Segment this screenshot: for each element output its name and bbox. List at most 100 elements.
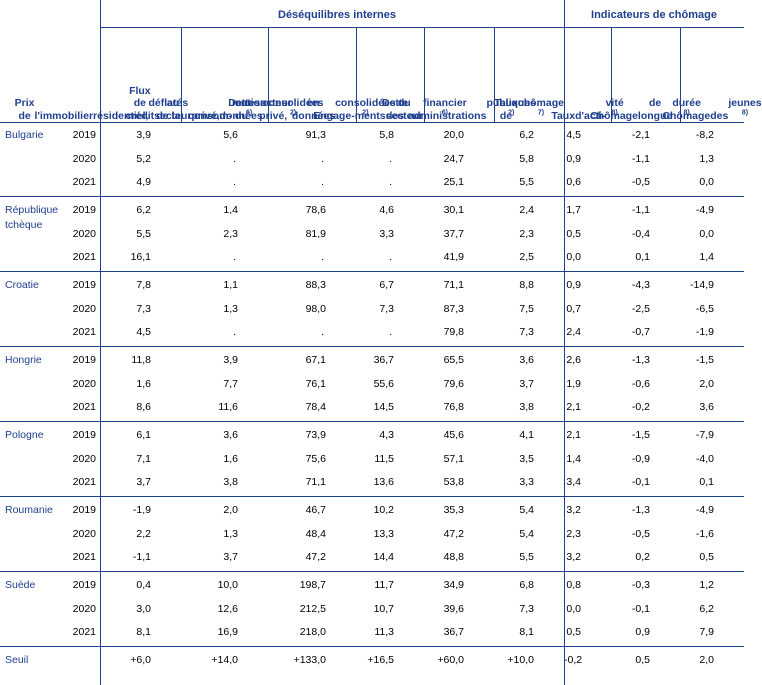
value-cell: 12,6: [217, 602, 238, 615]
value-cell: .: [233, 152, 236, 165]
value-cell: -0,5: [631, 176, 650, 188]
value-cell: 1,7: [566, 204, 581, 216]
column-header-line: administrat: [408, 109, 465, 122]
value-cell: 1,3: [223, 527, 238, 540]
value-cell: 1,4: [699, 251, 714, 263]
value-cell: 6,2: [699, 602, 714, 615]
footnote-marker: 6): [441, 109, 448, 116]
column-header-line: d'acti-: [575, 109, 606, 122]
value-cell: 71,1: [305, 476, 326, 488]
value-cell: 13,3: [373, 527, 394, 540]
value-cell: 91,3: [305, 129, 326, 141]
value-cell: 2,0: [699, 377, 714, 390]
value-cell: 46,7: [305, 504, 326, 516]
year-cell: 2021: [72, 626, 96, 638]
value-cell: 78,4: [305, 401, 326, 413]
value-cell: 1,1: [223, 279, 238, 291]
year-cell: 2019: [72, 429, 96, 441]
value-cell: 57,1: [443, 452, 464, 465]
value-cell: 1,9: [566, 377, 581, 390]
value-cell: 0,0: [566, 251, 581, 263]
value-cell: 45,6: [443, 429, 464, 441]
vline-col: [680, 27, 681, 122]
threshold-value-cell: +6,0: [130, 654, 151, 666]
year-cell: 2020: [72, 302, 96, 315]
value-cell: .: [321, 251, 324, 263]
column-header-line: l'immobilier: [34, 109, 94, 122]
footnote-marker: 7): [537, 109, 545, 116]
value-cell: .: [321, 176, 324, 188]
value-cell: 2,1: [566, 401, 581, 413]
value-cell: 1,3: [223, 302, 238, 315]
value-cell: 2,2: [136, 527, 151, 540]
value-cell: 0,2: [635, 551, 650, 563]
value-cell: 7,3: [379, 302, 394, 315]
value-cell: 6,2: [519, 129, 534, 141]
value-cell: 3,7: [519, 377, 534, 390]
value-cell: 98,0: [305, 302, 326, 315]
year-cell: 2020: [72, 452, 96, 465]
value-cell: 3,3: [519, 476, 534, 488]
value-cell: .: [321, 152, 324, 165]
value-cell: -0,3: [631, 579, 650, 591]
value-cell: 2,1: [566, 429, 581, 441]
year-cell: 2021: [72, 326, 96, 338]
value-cell: -7,9: [695, 429, 714, 441]
column-header-line: au secteur: [154, 97, 192, 122]
column-header-line: Chômage: [662, 109, 711, 122]
column-header-text: publiques: [486, 97, 537, 109]
country-label: République tchèque: [5, 204, 59, 231]
threshold-value-cell: +60,0: [437, 654, 464, 666]
year-cell: 2020: [72, 602, 96, 615]
value-cell: 1,3: [699, 152, 714, 165]
value-cell: 65,5: [443, 354, 464, 366]
value-cell: -4,3: [631, 279, 650, 291]
column-header-line: vité 8): [606, 97, 624, 122]
value-cell: 3,6: [699, 401, 714, 413]
value-cell: -6,5: [695, 302, 714, 315]
column-header-line: Engage-: [313, 109, 355, 122]
value-cell: 4,5: [136, 326, 151, 338]
value-cell: 4,5: [566, 129, 581, 141]
value-cell: 0,6: [566, 176, 581, 188]
value-cell: 55,6: [373, 377, 394, 390]
value-cell: -1,5: [695, 354, 714, 366]
value-cell: -0,6: [631, 377, 650, 390]
value-cell: 10,7: [373, 602, 394, 615]
column-header-line: secteur privé,: [254, 97, 292, 122]
value-cell: 4,9: [136, 176, 151, 188]
value-cell: 47,2: [443, 527, 464, 540]
value-cell: .: [389, 176, 392, 188]
value-cell: .: [389, 152, 392, 165]
vline-col: [611, 27, 612, 122]
vline-col: [494, 27, 495, 122]
country-label: Hongrie: [5, 354, 42, 366]
column-header-line: consolidées 2): [263, 97, 324, 122]
value-cell: -1,9: [695, 326, 714, 338]
vline-left: [100, 0, 101, 685]
value-cell: 0,0: [699, 176, 714, 188]
rule-block-separator: [0, 271, 744, 272]
value-cell: 88,3: [305, 279, 326, 291]
column-header-line: des: [710, 109, 729, 122]
value-cell: 11,7: [374, 579, 394, 591]
rule-top-internal: [100, 27, 564, 28]
threshold-value-cell: 0,5: [635, 654, 650, 666]
value-cell: 3,7: [223, 551, 238, 563]
rule-block-separator: [0, 571, 744, 572]
value-cell: 76,8: [443, 401, 464, 413]
value-cell: -4,9: [695, 204, 714, 216]
value-cell: 3,9: [136, 129, 151, 141]
value-cell: 39,6: [443, 602, 464, 615]
vline-col: [356, 27, 357, 122]
value-cell: 76,1: [305, 377, 326, 390]
country-label: Suède: [5, 579, 36, 591]
value-cell: 7,9: [699, 626, 714, 638]
value-cell: 5,5: [136, 227, 151, 240]
value-cell: 1,4: [566, 452, 581, 465]
year-cell: 2021: [72, 176, 96, 188]
value-cell: 3,6: [223, 429, 238, 441]
value-cell: 212,5: [299, 602, 326, 615]
